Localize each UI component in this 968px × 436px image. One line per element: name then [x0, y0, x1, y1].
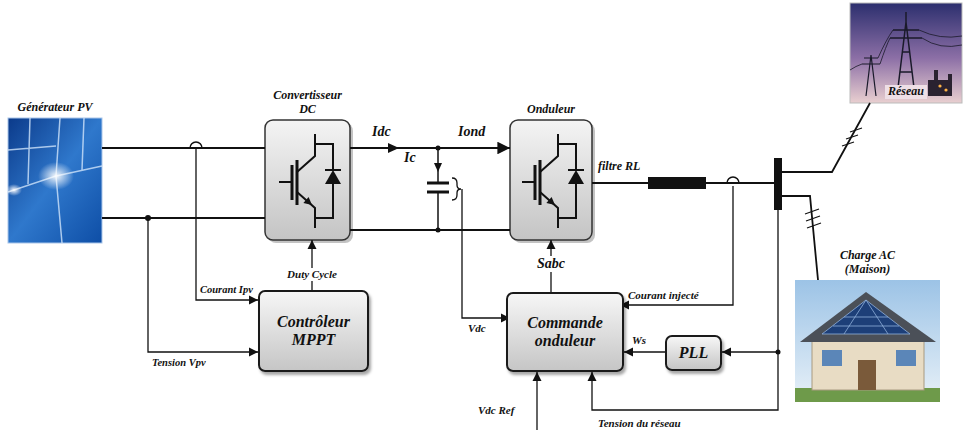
igbt-symbol [279, 134, 341, 228]
signal-label: Courant injecté [628, 289, 699, 302]
factory [928, 70, 952, 96]
current-label: Ic [404, 150, 416, 166]
house-wall [812, 338, 924, 390]
pv-generator: Générateur PV [8, 118, 102, 243]
base-bar [296, 160, 299, 205]
wire-connector [102, 218, 258, 352]
signal-label: Vdc Ref [478, 404, 514, 417]
capacitor-plate [427, 182, 449, 185]
grid-picture [850, 3, 962, 103]
capacitor-lead [437, 192, 439, 230]
box-label: Contrôleur MPPT [260, 313, 367, 350]
junction-dot [776, 350, 781, 355]
pv-glare [38, 162, 74, 190]
collector-emitter [540, 134, 558, 228]
ac-load: Charge AC (Maison) [795, 280, 940, 402]
wire-connector [350, 147, 510, 149]
node-heading: Convertisseur DC [264, 89, 352, 117]
door [858, 360, 876, 390]
pylon [862, 55, 880, 96]
pll-input-line [722, 351, 778, 352]
pv-glare [6, 184, 22, 196]
box-label: PLL [675, 344, 712, 362]
wire-connector [592, 183, 818, 280]
connector-label: Ws [632, 334, 646, 347]
gate-bar [291, 165, 294, 200]
diode-triangle [568, 170, 584, 184]
roof [800, 292, 936, 342]
connector-label: Tension Vpv [152, 357, 206, 369]
signal-label: Tension du réseau [598, 417, 681, 430]
gate-bar [534, 165, 537, 200]
voltage-brace [452, 178, 461, 200]
pll-block: PLL [665, 335, 722, 371]
dc-converter: Convertisseur DC [265, 120, 350, 240]
inverter: Onduleur [510, 120, 592, 240]
mppt-controller: Contrôleur MPPT [258, 290, 369, 372]
inverter-housing [510, 120, 592, 240]
node-heading: Onduleur [511, 103, 591, 117]
diode-triangle [325, 170, 341, 184]
collector-emitter [297, 134, 315, 228]
window [822, 350, 842, 366]
vdc-measure-line [462, 189, 510, 318]
light [944, 88, 947, 91]
diode-leads [315, 144, 341, 218]
wire-connector [350, 229, 510, 231]
pv-cell-lines [8, 118, 102, 243]
emitter-arrow [546, 197, 555, 205]
current-label: Idc [372, 124, 391, 140]
filter-label: filtre RL [598, 160, 640, 174]
converter-housing [265, 120, 350, 240]
base-bar [539, 160, 542, 205]
wire-connector [592, 103, 870, 183]
wire-connector [624, 351, 665, 352]
gate-lead [522, 181, 535, 183]
connector-label: Duty Cycle [285, 268, 339, 281]
connector-label: Courant Ipv [200, 284, 253, 296]
window [896, 350, 916, 366]
connector-label: Sabc [535, 256, 567, 272]
inverter-control: Commande onduleur [506, 292, 624, 372]
box-label: Commande onduleur [508, 314, 622, 351]
current-measure-line [620, 186, 733, 305]
panel-grid [833, 300, 899, 334]
wire-connector [102, 148, 258, 300]
pylon [890, 12, 922, 96]
wire-connector [311, 240, 312, 290]
node-heading: Générateur PV [17, 101, 93, 115]
emitter-arrow [303, 197, 312, 205]
node-heading: Charge AC (Maison) [826, 249, 910, 277]
igbt-symbol [522, 134, 584, 228]
power-lines [850, 30, 962, 70]
house-picture [795, 280, 940, 402]
diode-leads [558, 144, 584, 218]
pv-panel [8, 118, 102, 243]
node-heading: Réseau [885, 85, 927, 99]
current-arrow [434, 163, 442, 172]
gate-lead [279, 181, 292, 183]
reference-line [536, 372, 537, 430]
roof-solar-panel [822, 300, 910, 334]
signal-label: Vdc [468, 322, 486, 335]
grid: Réseau [850, 3, 962, 103]
current-label: Iond [458, 124, 485, 140]
light [938, 84, 941, 87]
